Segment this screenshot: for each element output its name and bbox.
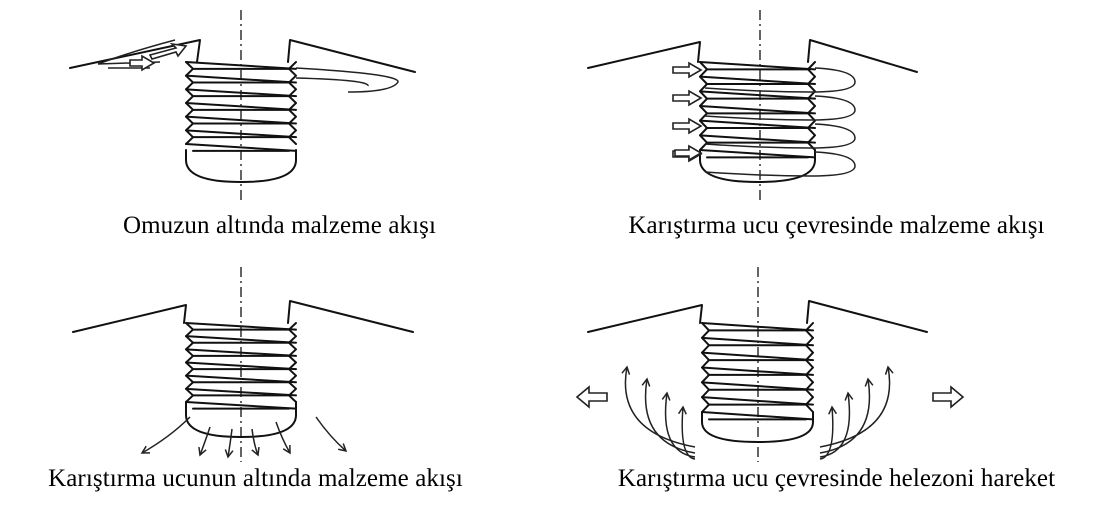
flow-line — [142, 417, 190, 453]
pin-tip — [700, 150, 815, 182]
tool-diagram — [555, 0, 1110, 210]
flow-line — [316, 417, 346, 451]
thread-line — [186, 62, 296, 69]
arrow-icon — [673, 63, 701, 77]
pin-thread — [700, 62, 815, 157]
arrow-icon — [673, 91, 701, 105]
flow-line — [296, 78, 368, 86]
thread-edge-right — [289, 62, 296, 144]
hollow-arrow-icon — [933, 387, 963, 407]
thread-edge-right — [289, 323, 296, 402]
arrow-icon — [673, 119, 701, 133]
spiral-loop — [705, 68, 855, 92]
flow-line — [820, 379, 869, 453]
thread-line — [700, 121, 815, 128]
thread-line — [702, 338, 813, 345]
flow-line — [276, 422, 290, 453]
tool-diagram — [555, 257, 1110, 467]
thread-line — [700, 135, 815, 142]
thread-line — [700, 150, 815, 157]
thread-line — [700, 62, 815, 69]
panel-caption: Karıştırma ucunun altında malzeme akışı — [0, 465, 533, 493]
panel-caption: Omuzun altında malzeme akışı — [2, 212, 557, 240]
flow-line — [666, 393, 695, 457]
thread-edge-right — [808, 62, 815, 150]
pin-thread — [702, 323, 813, 419]
flow-arrows — [673, 63, 701, 161]
diagram-panel-around-pin-flow: Karıştırma ucu çevresinde malzeme akışı — [555, 0, 1110, 257]
flow-line — [646, 379, 695, 453]
thread-line — [700, 106, 815, 113]
flow-line — [625, 367, 695, 447]
shoulder-outline — [588, 40, 917, 72]
panel-caption: Karıştırma ucu çevresinde malzeme akışı — [559, 212, 1111, 240]
panel-caption: Karıştırma ucu çevresinde helezoni harek… — [559, 465, 1111, 493]
flow-line — [820, 367, 890, 447]
thread-line — [702, 397, 813, 404]
tool-diagram — [0, 257, 555, 467]
diagram-panel-under-pin-flow: Karıştırma ucunun altında malzeme akışı — [0, 257, 555, 514]
arrow-icon — [675, 146, 701, 160]
diagram-panel-helical-motion: Karıştırma ucu çevresinde helezoni harek… — [555, 257, 1110, 514]
flow-line — [820, 393, 849, 457]
diagram-panel-shoulder-flow: Omuzun altında malzeme akışı — [0, 0, 555, 257]
thread-edge-right — [806, 323, 813, 412]
hollow-arrow-icon — [577, 387, 607, 407]
thread-line — [700, 77, 815, 84]
tool-diagram — [0, 0, 555, 210]
